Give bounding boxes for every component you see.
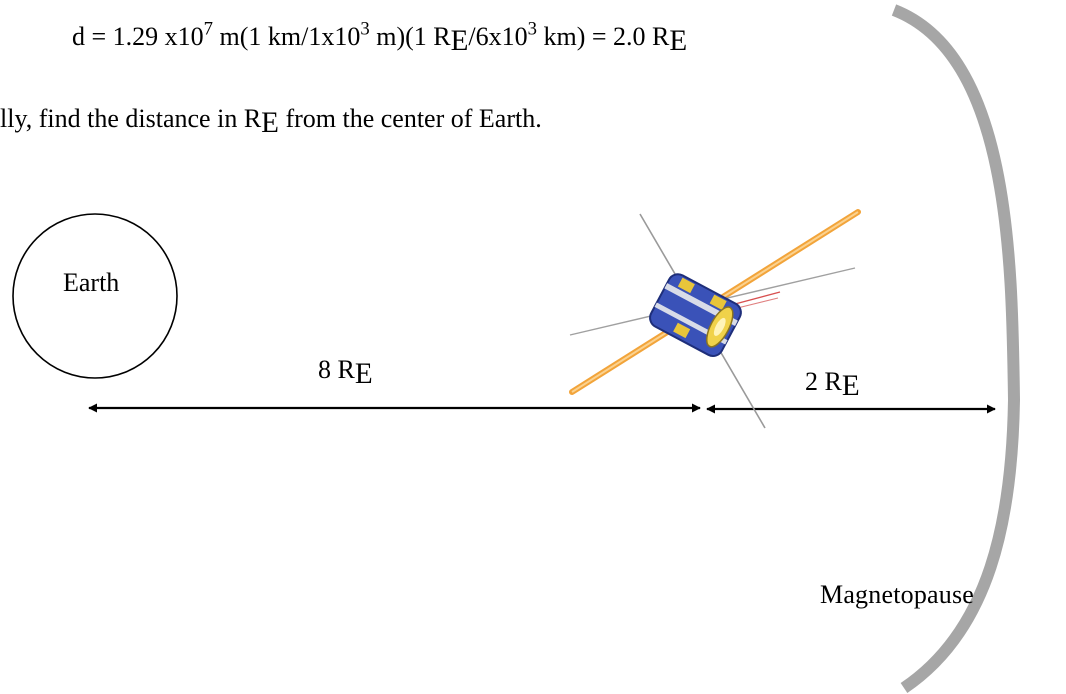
eq-text-1: d = 1.29 x10 <box>72 22 204 51</box>
magnetopause-curve <box>891 4 1021 693</box>
eq-text-4: /6x10 <box>468 22 528 51</box>
distance-label-2re: 2 RE <box>805 367 860 401</box>
eq-text-2: m(1 km/1x10 <box>213 22 361 51</box>
equation-line: d = 1.29 x107 m(1 km/1x103 m)(1 RE/6x103… <box>72 18 687 56</box>
earth-label: Earth <box>63 268 120 297</box>
eq-text-5: km) = 2.0 R <box>537 22 670 51</box>
distance-2re-subscript: E <box>841 370 860 403</box>
instruction-text: lly, find the distance in RE from the ce… <box>0 104 542 138</box>
magnetopause-label: Magnetopause <box>820 580 975 609</box>
distance-2re-value: 2 R <box>805 367 842 396</box>
eq-exponent-1: 7 <box>203 18 214 40</box>
eq-text-3: m)(1 R <box>369 22 451 51</box>
instruction-pre: lly, find the distance in R <box>0 104 262 133</box>
distance-label-8re: 8 RE <box>318 355 373 389</box>
spacecraft-icon <box>569 209 861 429</box>
eq-exponent-2: 3 <box>360 18 370 40</box>
eq-subscript-2: E <box>669 25 688 58</box>
distance-8re-value: 8 R <box>318 355 355 384</box>
eq-subscript-1: E <box>450 25 469 58</box>
instruction-post: from the center of Earth. <box>278 104 542 133</box>
earth-circle <box>12 213 178 379</box>
instruction-subscript: E <box>261 107 279 140</box>
distance-8re-subscript: E <box>354 358 373 391</box>
eq-exponent-3: 3 <box>527 18 537 40</box>
